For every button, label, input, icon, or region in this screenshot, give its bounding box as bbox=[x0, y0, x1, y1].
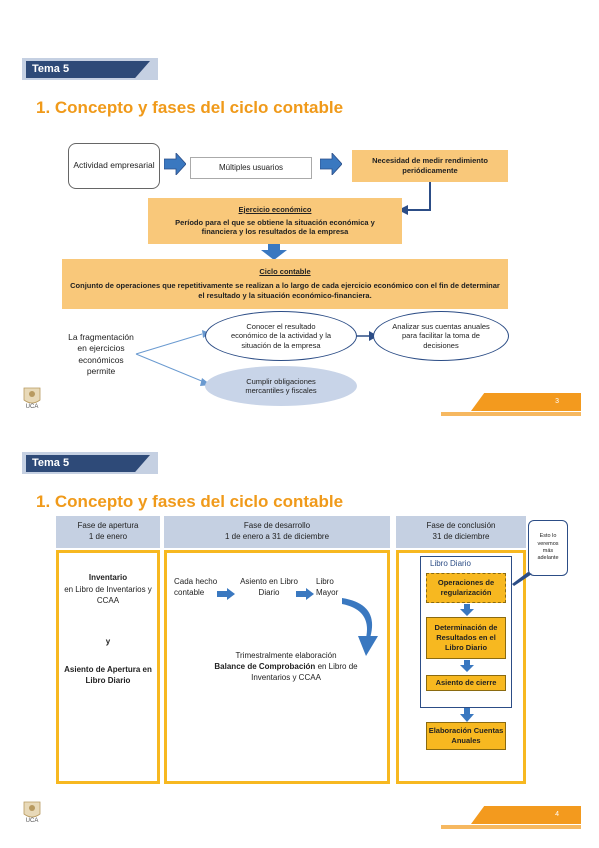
apertura-header: Fase de apertura 1 de enero bbox=[56, 516, 160, 548]
branch-lines bbox=[135, 330, 211, 386]
apertura-y: y bbox=[105, 637, 111, 646]
slide-4: Tema 5 1. Concepto y fases del ciclo con… bbox=[0, 424, 599, 848]
regularizacion-box: Operaciones de regularización bbox=[426, 573, 506, 603]
conclusion-column bbox=[396, 550, 526, 784]
ejercicio-text: Período para el que se obtiene la situac… bbox=[175, 217, 375, 237]
elaboracion-box: Elaboración Cuentas Anuales bbox=[426, 722, 506, 750]
actividad-box: Actividad empresarial bbox=[68, 143, 160, 189]
apertura-inventario: Inventario bbox=[88, 573, 128, 582]
uca-logo: UCA bbox=[20, 386, 44, 414]
page-number: 3 bbox=[471, 393, 581, 411]
arrow-right-icon bbox=[164, 153, 186, 175]
asiento-cierre-box: Asiento de cierre bbox=[426, 675, 506, 691]
slide-3: Tema 5 1. Concepto y fases del ciclo con… bbox=[20, 58, 581, 416]
trimestral-line-3: en Libro de Inventarios y CCAA bbox=[251, 662, 358, 683]
necesidad-box: Necesidad de medir rendimiento periódica… bbox=[352, 150, 508, 182]
usuarios-box: Múltiples usuarios bbox=[190, 157, 312, 179]
arrow-right-icon bbox=[320, 153, 342, 175]
arrow-down-icon bbox=[460, 660, 474, 672]
ciclo-box: Ciclo contable Conjunto de operaciones q… bbox=[62, 259, 508, 309]
ejercicio-title: Ejercicio económico bbox=[238, 204, 312, 214]
uca-logo: UCA bbox=[20, 800, 44, 828]
uca-logo-icon bbox=[23, 387, 41, 404]
arrow-right-icon bbox=[296, 588, 314, 600]
fragmentacion-text: La fragmentación en ejercicios económico… bbox=[68, 332, 134, 377]
arrow-down-icon bbox=[261, 244, 287, 260]
page-number: 4 bbox=[471, 806, 581, 824]
page-bar bbox=[441, 825, 581, 829]
note-pointer bbox=[512, 572, 532, 586]
apertura-column bbox=[56, 550, 160, 784]
logo-text: UCA bbox=[25, 404, 39, 410]
trimestral-line-1: Trimestralmente elaboración bbox=[235, 651, 337, 660]
uca-logo-icon bbox=[23, 801, 41, 818]
desarrollo-header: Fase de desarrollo 1 de enero a 31 de di… bbox=[164, 516, 390, 548]
tema-tag: Tema 5 bbox=[26, 61, 150, 78]
connector-arrow-icon bbox=[398, 182, 431, 215]
ciclo-title: Ciclo contable bbox=[259, 267, 311, 277]
ciclo-text: Conjunto de operaciones que repetitivame… bbox=[70, 281, 500, 300]
tema-tag: Tema 5 bbox=[26, 455, 150, 472]
apertura-asiento: Asiento de Apertura en Libro Diario bbox=[64, 665, 152, 686]
libro-diario-label: Libro Diario bbox=[430, 559, 471, 568]
arrow-down-icon bbox=[460, 708, 474, 722]
conocer-ellipse: Conocer el resultado económico de la act… bbox=[205, 311, 357, 361]
arrow-down-icon bbox=[460, 604, 474, 616]
logo-text: UCA bbox=[25, 818, 39, 824]
cumplir-ellipse: Cumplir obligaciones mercantiles y fisca… bbox=[205, 366, 357, 406]
slide-title: 1. Concepto y fases del ciclo contable bbox=[36, 98, 344, 117]
arrow-right-icon bbox=[217, 588, 235, 600]
conclusion-header: Fase de conclusión 31 de diciembre bbox=[396, 516, 526, 548]
ejercicio-box: Ejercicio económico Período para el que … bbox=[148, 198, 402, 244]
trimestral-balance: Balance de Comprobación bbox=[214, 662, 316, 672]
asiento-diario-text: Asiento en Libro Diario bbox=[240, 577, 298, 598]
curved-arrow-icon bbox=[342, 598, 378, 656]
determinacion-box: Determinación de Resultados en el Libro … bbox=[426, 617, 506, 659]
libro-diario-frame bbox=[420, 556, 512, 708]
desarrollo-column bbox=[164, 550, 390, 784]
analizar-ellipse: Analizar sus cuentas anuales para facili… bbox=[373, 311, 509, 361]
page-bar bbox=[441, 412, 581, 416]
note-callout: Esto lo veremos más adelante bbox=[528, 520, 568, 576]
slide-title: 1. Concepto y fases del ciclo contable bbox=[36, 492, 344, 511]
cada-hecho-text: Cada hecho contable bbox=[174, 577, 218, 598]
libro-mayor-text: Libro Mayor bbox=[316, 577, 339, 598]
apertura-libro-inventarios: en Libro de Inventarios y CCAA bbox=[64, 585, 152, 606]
trimestral-text: Trimestralmente elaboración Balance de C… bbox=[196, 650, 376, 684]
